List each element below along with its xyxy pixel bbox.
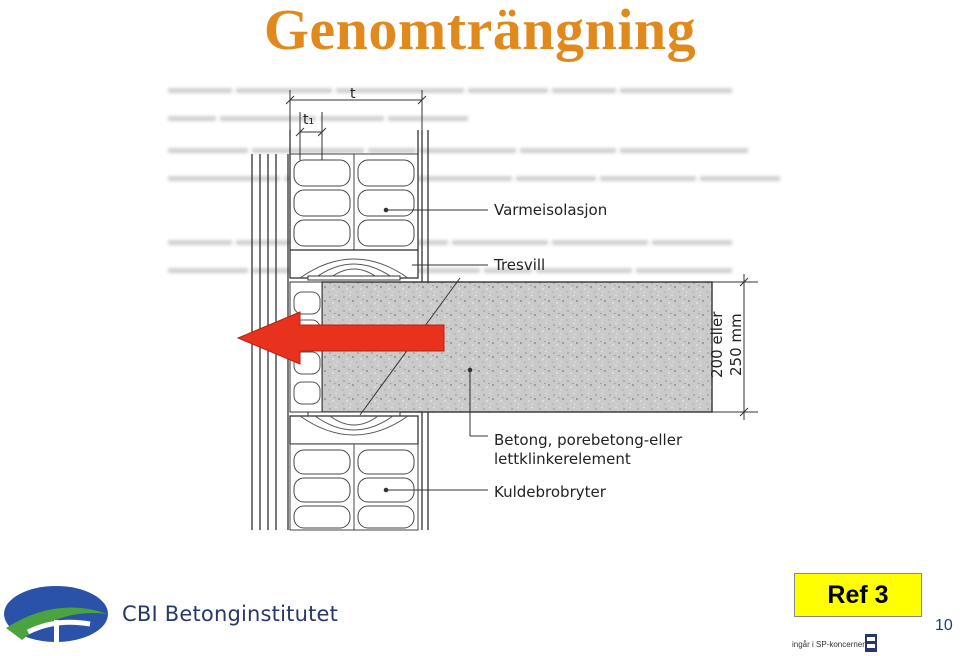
group-text: ingår i SP-koncernen: [792, 640, 867, 649]
ref-badge: Ref 3: [794, 573, 922, 617]
cbi-logo-icon: [4, 586, 108, 648]
label-concrete-line1: Betong, porebetong-eller: [494, 431, 683, 449]
dimension-height-line2: 250 mm: [727, 313, 745, 376]
upper-insulation: [289, 153, 419, 251]
label-concrete-line2: lettklinkerelement: [494, 450, 631, 468]
page-number: 10: [935, 617, 953, 634]
company-name: CBI Betonginstitutet: [122, 602, 339, 626]
dimension-t-label: t: [350, 86, 356, 102]
dimension-t1-label: t₁: [303, 112, 315, 128]
label-thermal-break: Kuldebrobryter: [494, 483, 606, 501]
lower-sill: [289, 411, 419, 445]
upper-sill: [289, 249, 419, 281]
dimension-slab-height: [712, 274, 758, 420]
dimension-height-line1: 200 eller: [708, 311, 726, 378]
lower-insulation: [289, 443, 419, 531]
slide-title: Genomträngning: [263, 0, 697, 62]
penetration-arrow: [236, 311, 445, 365]
dimension-t: [285, 90, 427, 130]
label-sill: Tresvill: [494, 256, 546, 274]
label-insulation: Varmeisolasjon: [494, 201, 608, 219]
dimension-t1: [295, 112, 327, 160]
sp-logo-icon: [865, 634, 877, 652]
wall-section-drawing: [236, 90, 758, 531]
